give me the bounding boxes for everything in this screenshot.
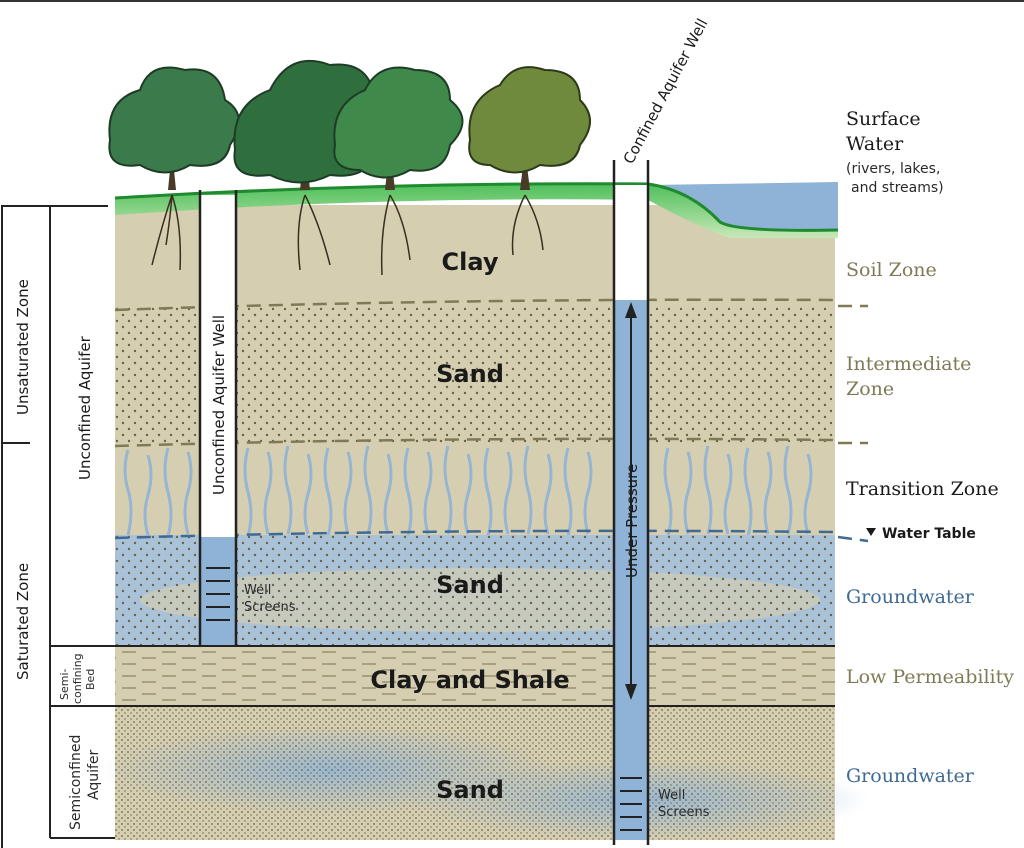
- unconfined-aquifer-label: Unconfined Aquifer: [76, 335, 94, 480]
- surface-water-note-line2: and streams): [851, 180, 944, 196]
- layer-label-sand-upper: Sand: [436, 360, 504, 388]
- tree-4: [468, 66, 591, 256]
- layer-label-clay: Clay: [442, 248, 499, 276]
- clay-shale-texture: [115, 647, 835, 705]
- under-pressure-label: Under Pressure: [623, 464, 641, 578]
- layer-label-clay-shale: Clay and Shale: [370, 666, 569, 694]
- well-screens-right-line2: Screens: [658, 805, 710, 820]
- groundwater-upper-label: Groundwater: [846, 586, 975, 608]
- saturated-zone-label: Saturated Zone: [14, 563, 32, 680]
- semiconfining-bed-line1: Semi-: [58, 668, 71, 700]
- lower-sand-texture: [115, 707, 835, 840]
- unsaturated-zone-label: Unsaturated Zone: [14, 279, 32, 415]
- unconfined-well-label: Unconfined Aquifer Well: [210, 315, 228, 495]
- surface-water-line2: Water: [846, 133, 904, 155]
- low-permeability-label: Low Permeability: [846, 666, 1014, 688]
- unconfined-well-water: [200, 537, 236, 645]
- layer-label-sand-lower: Sand: [436, 776, 504, 804]
- side-brackets: [1, 205, 115, 848]
- intermediate-zone-line2: Zone: [846, 378, 894, 400]
- water-table-tick: [837, 535, 869, 543]
- water-table-label: Water Table: [882, 526, 976, 542]
- semiconfining-bed-line2: confining: [71, 653, 84, 704]
- tree-1: [108, 66, 240, 271]
- surface-water-body: [650, 182, 838, 232]
- well-screens-right-line1: Well: [658, 788, 685, 803]
- semiconfining-bed-line3: Bed: [84, 669, 97, 690]
- semiconfined-aquifer-line2: Aquifer: [86, 749, 102, 800]
- surface-water-line1: Surface: [846, 108, 921, 130]
- top-border: [0, 0, 1024, 2]
- tree-3: [333, 66, 464, 276]
- water-table-marker-icon: [866, 528, 876, 536]
- unconfined-well-screens: [206, 567, 230, 621]
- pressure-arrow: [625, 302, 637, 700]
- capillary-fringe: [123, 445, 813, 537]
- groundwater-lower-label: Groundwater: [846, 765, 975, 787]
- well-screens-left-line1: Well: [244, 583, 271, 598]
- transition-zone-label: Transition Zone: [846, 478, 999, 500]
- intermediate-zone-line1: Intermediate: [846, 353, 971, 375]
- confined-well-label: Confined Aquifer Well: [620, 16, 712, 167]
- soil-zone-label: Soil Zone: [846, 259, 937, 281]
- surface-water-note-line1: (rivers, lakes,: [846, 161, 940, 177]
- layer-label-sand-middle: Sand: [436, 571, 504, 599]
- well-screens-left-line2: Screens: [244, 600, 296, 615]
- grass-strip: [115, 183, 838, 238]
- confined-well-screens: [620, 777, 642, 831]
- semiconfined-aquifer-line1: Semiconfined: [68, 735, 84, 830]
